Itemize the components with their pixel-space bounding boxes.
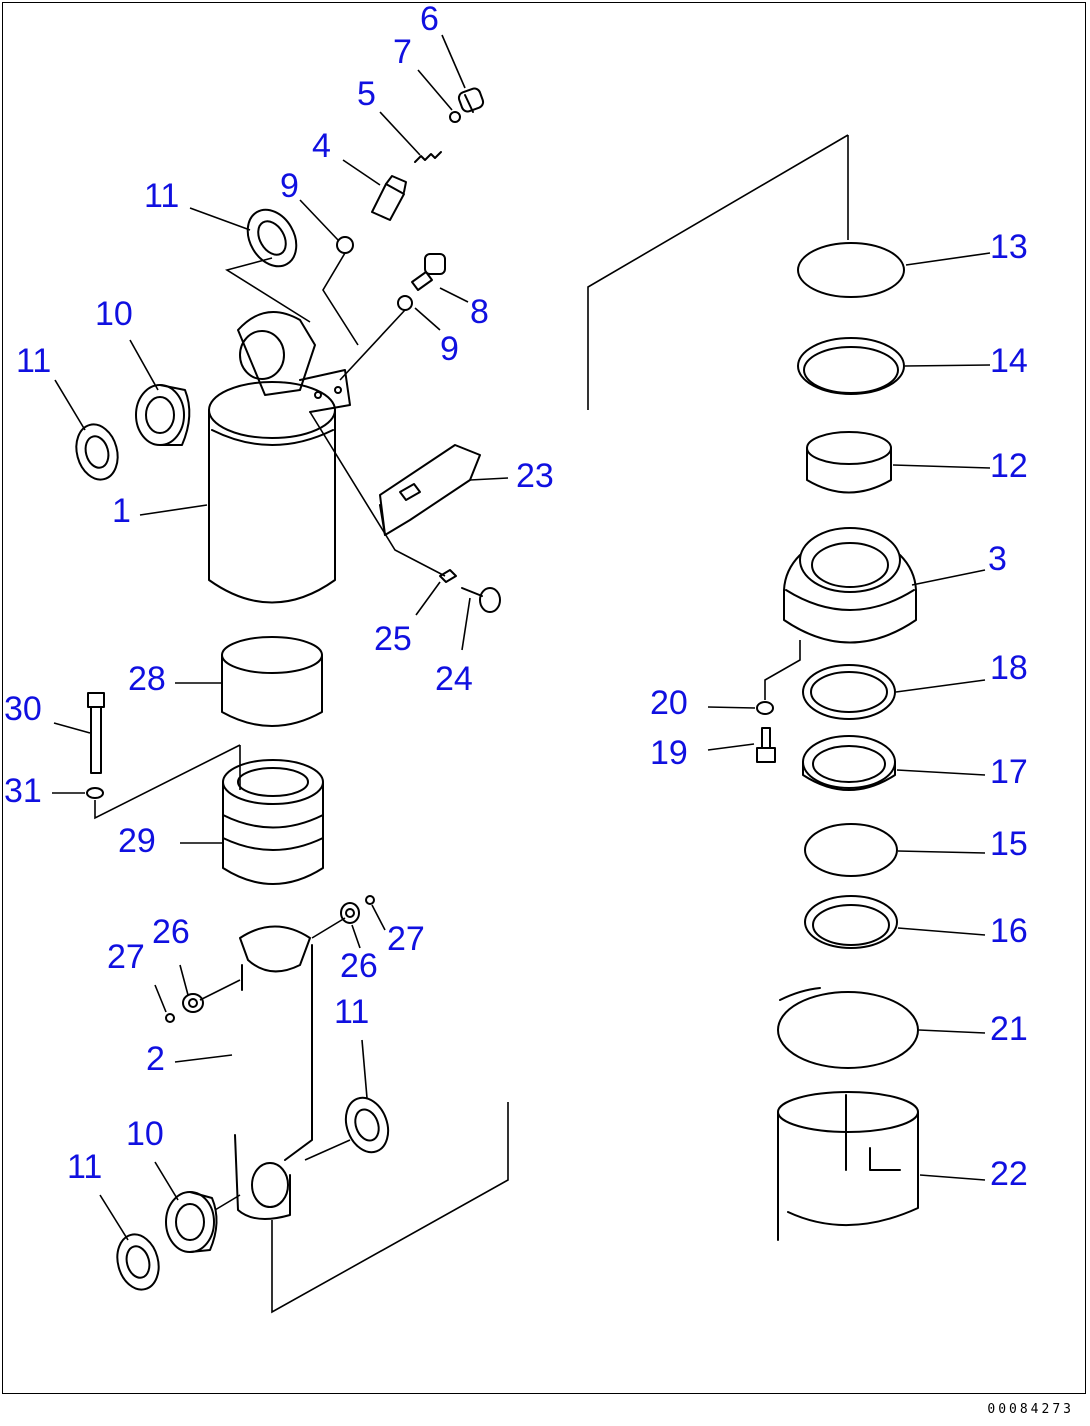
part-17-packing <box>802 735 896 791</box>
part-6-plug <box>457 87 485 113</box>
callout-8: 8 <box>470 293 489 331</box>
callout-15: 15 <box>990 825 1028 863</box>
part-28-bushing <box>221 636 323 727</box>
callout-21: 21 <box>990 1010 1028 1048</box>
callout-7: 7 <box>393 33 412 71</box>
part-21-band <box>777 987 919 1069</box>
part-25-washer <box>439 569 457 583</box>
part-16-ring <box>804 895 898 949</box>
callout-leaders <box>52 34 991 1241</box>
part-14-ring <box>797 337 905 395</box>
part-31-washer <box>86 787 104 799</box>
callout-11: 11 <box>16 342 51 380</box>
callout-18: 18 <box>990 649 1028 687</box>
part-5-spring <box>414 151 442 163</box>
callout-10: 10 <box>126 1115 164 1153</box>
callout-25: 25 <box>374 620 412 658</box>
part-11-seal-left-upper <box>75 423 119 481</box>
callout-23: 23 <box>516 457 554 495</box>
part-15-ring <box>804 823 898 877</box>
callout-26: 26 <box>152 913 190 951</box>
callout-1: 1 <box>112 492 131 530</box>
callout-6: 6 <box>420 0 439 38</box>
callout-29: 29 <box>118 822 156 860</box>
part-10-bearing-lower <box>165 1191 218 1253</box>
callout-5: 5 <box>357 75 376 113</box>
callout-20: 20 <box>650 684 688 722</box>
part-4-valve <box>371 175 407 221</box>
callout-22: 22 <box>990 1155 1028 1193</box>
callout-10: 10 <box>95 295 133 333</box>
part-27-pin-right <box>365 895 375 905</box>
part-29-spool <box>222 759 324 885</box>
callout-9: 9 <box>280 167 299 205</box>
part-2-tube <box>234 925 313 1220</box>
part-3-gland <box>783 527 917 644</box>
callout-2: 2 <box>146 1040 165 1078</box>
assembly-lines <box>94 134 849 1314</box>
part-24-bolt <box>461 587 501 613</box>
callout-13: 13 <box>990 228 1028 266</box>
callout-31: 31 <box>4 772 42 810</box>
callout-14: 14 <box>990 342 1028 380</box>
part-7-oring <box>449 111 461 123</box>
part-22-cover <box>777 1091 919 1241</box>
part-11-seal-upper <box>246 208 298 268</box>
callout-12: 12 <box>990 447 1028 485</box>
part-19-bolt <box>756 727 776 763</box>
callout-11: 11 <box>334 993 369 1031</box>
part-8-plug <box>411 253 446 291</box>
callout-27: 27 <box>387 920 425 958</box>
part-18-ring <box>802 664 896 720</box>
drawing-number: 00084273 <box>987 1402 1074 1417</box>
part-13-ring <box>797 242 905 298</box>
part-11-seal-lower <box>116 1233 160 1291</box>
callout-19: 19 <box>650 734 688 772</box>
callout-9: 9 <box>440 330 459 368</box>
diagram-frame <box>2 2 1086 1394</box>
callout-labels: 6 7 5 4 11 9 8 9 10 11 1 23 25 24 28 30 … <box>4 0 1028 1193</box>
part-1-cylinder <box>208 311 351 604</box>
part-26-nut-left <box>182 993 204 1013</box>
part-26-nut-right <box>340 902 360 924</box>
callout-27: 27 <box>107 938 145 976</box>
part-10-bearing-upper <box>135 384 191 446</box>
callout-11: 11 <box>144 177 179 215</box>
part-27-pin-left <box>165 1013 175 1023</box>
callout-16: 16 <box>990 912 1028 950</box>
callout-30: 30 <box>4 690 42 728</box>
callout-11: 11 <box>67 1148 102 1186</box>
callout-4: 4 <box>312 127 331 165</box>
callout-17: 17 <box>990 753 1028 791</box>
part-30-bolt <box>87 692 105 774</box>
callout-26: 26 <box>340 947 378 985</box>
callout-24: 24 <box>435 660 473 698</box>
part-12-bushing <box>806 431 892 494</box>
callout-28: 28 <box>128 660 166 698</box>
part-20-washer <box>756 701 774 715</box>
part-11-seal-tube <box>344 1096 390 1154</box>
callout-3: 3 <box>988 540 1007 578</box>
